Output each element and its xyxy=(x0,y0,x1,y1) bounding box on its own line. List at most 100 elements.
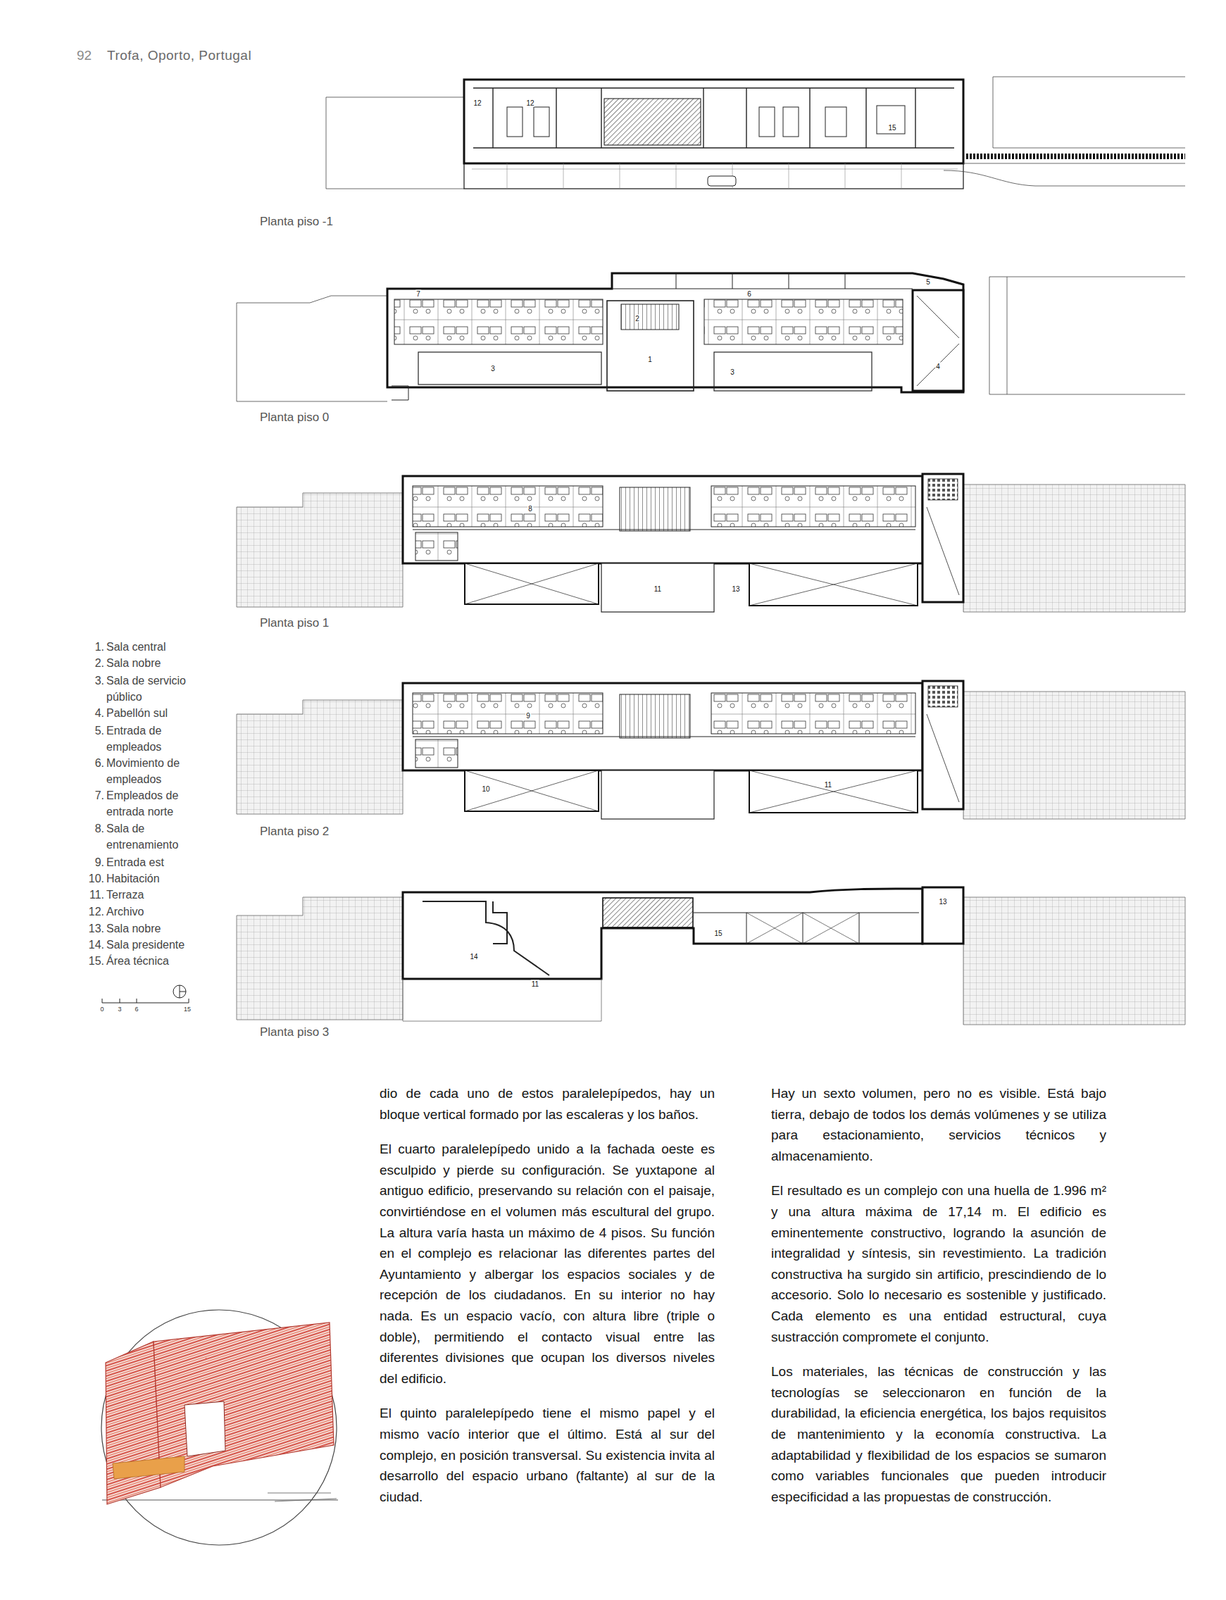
legend-number: 4. xyxy=(85,704,105,722)
floor-plan-part xyxy=(943,170,1186,186)
floor-plan-part xyxy=(989,276,1186,395)
legend-text: Terraza xyxy=(106,886,202,903)
floor-plan-part xyxy=(876,105,905,134)
running-head: Trofa, Oporto, Portugal xyxy=(107,47,252,64)
callout-number: 15 xyxy=(713,929,723,938)
floor-plan-part xyxy=(926,507,960,596)
legend-text: Sala de entrenamiento xyxy=(106,820,202,853)
floor-plan-part xyxy=(418,352,602,385)
legend-text: Sala central xyxy=(106,638,202,655)
callout-number: 2 xyxy=(634,314,641,323)
scale-bar-part xyxy=(102,998,189,1003)
floor-plan-part xyxy=(711,485,916,527)
plan-caption: Planta piso 2 xyxy=(259,824,329,839)
concept-sketch-part xyxy=(112,1456,185,1479)
floor-plan-part xyxy=(473,88,955,148)
floor-plan-part xyxy=(394,299,603,345)
floor-plan-part xyxy=(714,352,872,391)
scale-bar-part xyxy=(173,985,186,998)
floor-plan-part xyxy=(464,79,964,164)
callout-number: 11 xyxy=(530,980,540,988)
concept-sketch-part xyxy=(101,1309,337,1545)
legend-number: 1. xyxy=(85,638,105,655)
floor-plan-part xyxy=(464,163,964,189)
callout-number: 4 xyxy=(935,362,941,371)
floor-plan xyxy=(236,273,1186,402)
callout-number: 5 xyxy=(925,278,931,286)
legend-number: 6. xyxy=(85,754,105,772)
legend-text: Entrada de empleados xyxy=(106,722,202,755)
floor-plan-part xyxy=(611,273,913,289)
floor-plan xyxy=(236,887,1186,1025)
floor-plan-part xyxy=(783,107,799,137)
floor-plan-part xyxy=(759,107,775,137)
floor-plan-part xyxy=(912,290,964,391)
floor-plan-part xyxy=(402,476,923,564)
page-number: 92 xyxy=(76,47,92,64)
floor-plan-part xyxy=(607,300,694,391)
callout-number: 10 xyxy=(480,785,491,793)
callout-number: 14 xyxy=(468,952,479,961)
body-paragraph: Los materiales, las técnicas de construc… xyxy=(771,1361,1107,1507)
legend-number: 14. xyxy=(85,936,105,953)
legend-number: 2. xyxy=(85,654,105,672)
legend-number: 9. xyxy=(85,854,105,871)
floor-plan-part xyxy=(963,484,1186,612)
floor-plan-part xyxy=(471,163,958,189)
floor-plan-part xyxy=(391,385,409,400)
callout-number: 6 xyxy=(746,290,753,298)
legend-text: Empleados de entrada norte xyxy=(106,787,202,820)
callout-number: 9 xyxy=(525,711,531,720)
concept-sketch-part xyxy=(184,1401,226,1457)
callout-number: 8 xyxy=(527,504,534,513)
legend-number: 7. xyxy=(85,787,105,804)
legend-text: Sala presidente xyxy=(106,936,202,953)
floor-plan-part xyxy=(602,897,693,928)
floor-plan-part xyxy=(464,563,599,605)
floor-plan-part xyxy=(621,304,679,330)
body-paragraph: El resultado es un complejo con una huel… xyxy=(771,1180,1107,1348)
legend-number: 11. xyxy=(85,886,105,903)
floor-plan xyxy=(236,473,1186,612)
floor-plan-part xyxy=(922,473,964,603)
legend-number: 3. xyxy=(85,672,105,689)
legend-text: Archivo xyxy=(106,903,202,920)
floor-plan-part xyxy=(601,563,715,612)
floor-plan-part xyxy=(412,529,916,531)
body-paragraph: El quinto paralelepípedo tiene el mismo … xyxy=(379,1402,715,1507)
callout-number: 3 xyxy=(490,364,496,373)
floor-plan-part xyxy=(402,888,923,979)
floor-plan-part xyxy=(236,492,403,608)
floor-plan-part xyxy=(236,897,403,1020)
floor-plan-part xyxy=(387,273,964,393)
callout-number: 11 xyxy=(653,585,662,593)
scale-label: 0 xyxy=(99,1005,104,1013)
callout-number: 13 xyxy=(937,897,948,906)
floor-plan-part xyxy=(619,487,691,531)
concept-sketch-part xyxy=(105,1341,161,1505)
floor-plan-part xyxy=(825,107,847,137)
plan-caption: Planta piso -1 xyxy=(259,214,334,229)
callout-number: 3 xyxy=(729,368,736,377)
legend-number: 13. xyxy=(85,920,105,937)
plan-caption: Planta piso 3 xyxy=(259,1025,329,1040)
legend-text: Sala de servicio público xyxy=(106,672,202,705)
legend-number: 12. xyxy=(85,903,105,920)
legend-text: Habitación xyxy=(106,870,202,887)
floor-plan-part xyxy=(749,563,918,606)
legend-number: 5. xyxy=(85,722,105,739)
floor-plan-part xyxy=(412,485,603,527)
legend-number: 15. xyxy=(85,952,105,969)
floor-plan-part xyxy=(963,897,1186,1025)
scale-label: 6 xyxy=(134,1005,139,1013)
floor-plan-part xyxy=(507,107,523,137)
plan-caption: Planta piso 0 xyxy=(259,410,329,425)
floor-plan-part xyxy=(704,299,903,345)
floor-plan-part xyxy=(693,912,919,944)
scale-label: 3 xyxy=(117,1005,122,1013)
floor-plan xyxy=(236,680,1186,819)
floor-plan-part xyxy=(326,97,465,189)
floor-plan-part xyxy=(464,563,599,605)
body-paragraph: dio de cada uno de estos paralelepípedos… xyxy=(379,1083,715,1125)
